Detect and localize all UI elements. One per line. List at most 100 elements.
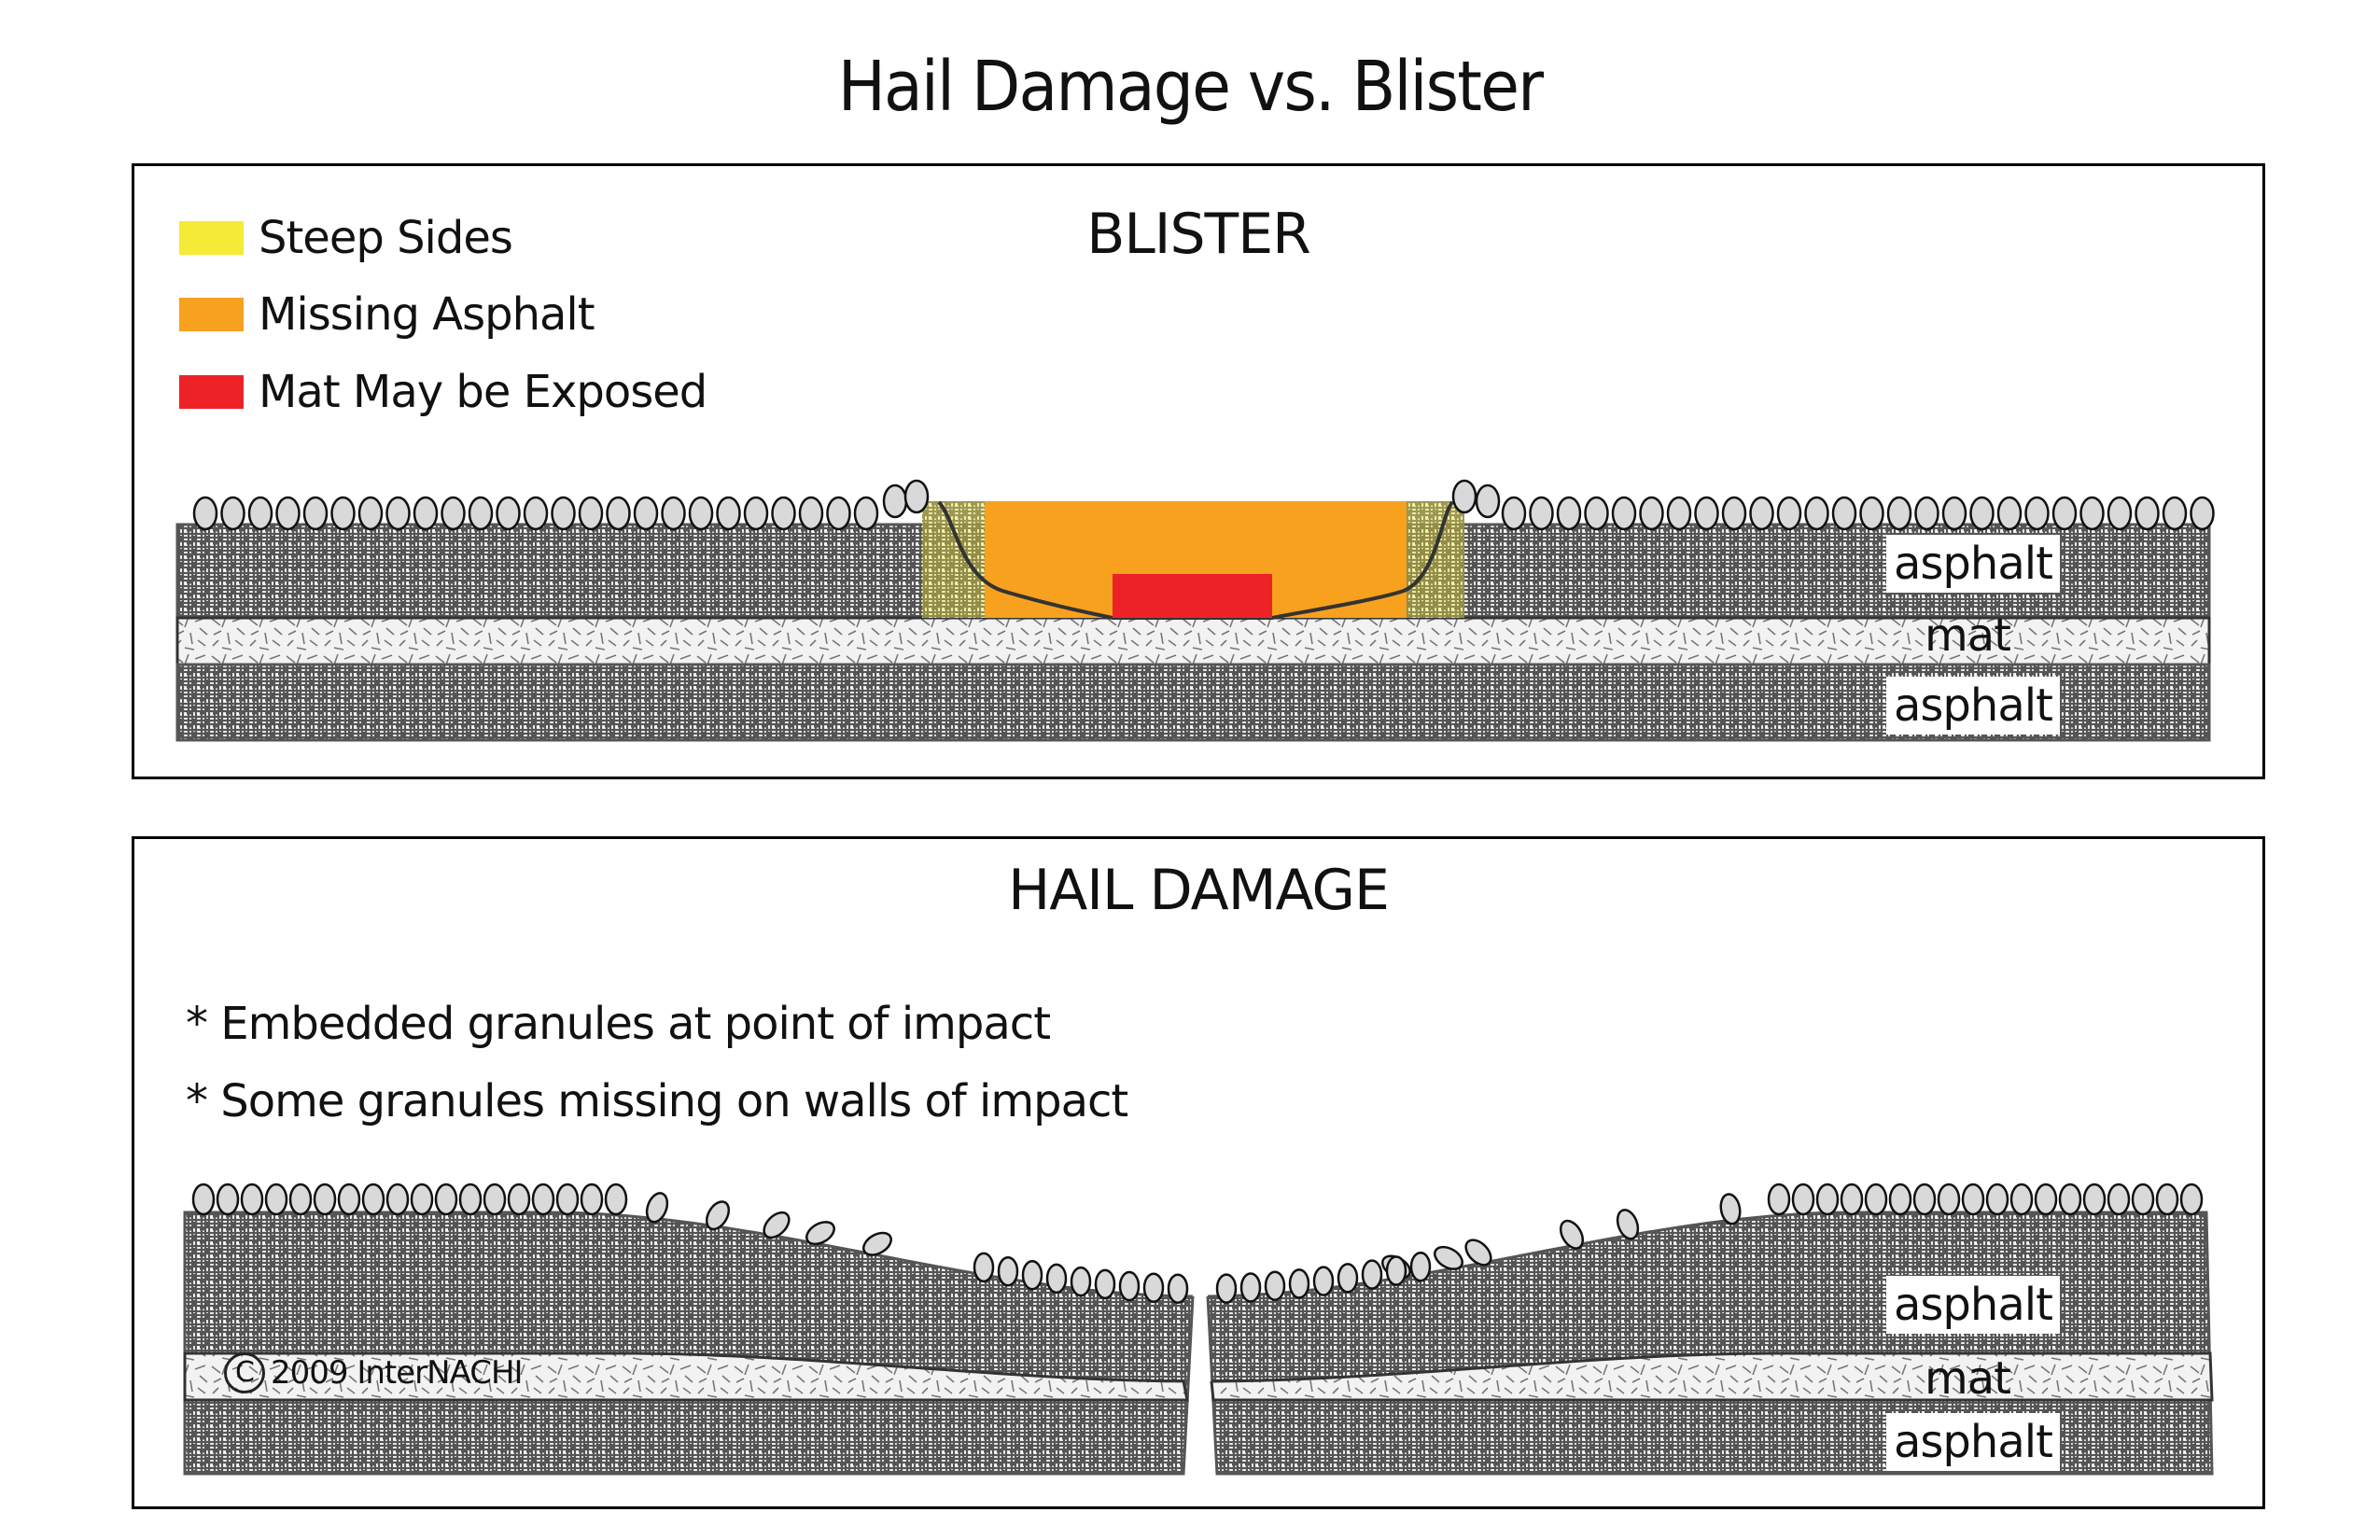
- legend-label: Missing Asphalt: [259, 288, 595, 341]
- granule: [705, 1200, 731, 1231]
- granule: [1840, 1183, 1864, 1216]
- granule: [1721, 496, 1747, 531]
- granule: [1239, 1272, 1262, 1303]
- granule: [275, 496, 301, 531]
- layer-label-asphalt-top: asphalt: [1886, 535, 2060, 593]
- granule: [688, 496, 714, 531]
- granule: [862, 1231, 892, 1256]
- granule: [1451, 479, 1477, 514]
- granule: [1070, 1266, 1092, 1297]
- blister-cross-section: [175, 479, 2215, 742]
- bullet-missing-granules: * Some granules missing on walls of impa…: [186, 1075, 1128, 1127]
- granule: [1288, 1268, 1310, 1299]
- granule: [578, 496, 604, 531]
- granule: [2135, 496, 2160, 531]
- granule: [2131, 1183, 2155, 1216]
- copyright-notice: C 2009 InterNACHI: [224, 1352, 524, 1393]
- granule: [1361, 1259, 1383, 1290]
- legend-label: Mat May be Exposed: [259, 366, 707, 418]
- granule: [1312, 1266, 1335, 1296]
- granule: [1094, 1268, 1116, 1300]
- granule: [2082, 1183, 2107, 1216]
- granule: [441, 496, 466, 531]
- granule: [385, 1183, 410, 1216]
- legend-item-missing-asphalt: Missing Asphalt: [179, 288, 595, 341]
- granule: [1859, 496, 1884, 531]
- hail-damage-panel: HAIL DAMAGE * Embedded granules at point…: [132, 836, 2265, 1509]
- granule: [1021, 1259, 1043, 1291]
- granule: [997, 1255, 1019, 1287]
- granule: [434, 1183, 458, 1216]
- granule: [385, 496, 411, 531]
- granule: [240, 1183, 264, 1216]
- granule: [1475, 483, 1501, 519]
- granule: [1937, 1183, 1961, 1216]
- granule: [2058, 1183, 2082, 1216]
- granule: [551, 496, 576, 531]
- granule: [191, 1183, 216, 1216]
- granule: [1639, 496, 1664, 531]
- granule: [1776, 496, 1802, 531]
- layer-label-mat: mat: [1925, 1352, 2011, 1405]
- granule: [1791, 1183, 1815, 1216]
- granule: [903, 479, 930, 514]
- granule: [507, 1183, 531, 1216]
- copyright-icon: C: [224, 1352, 265, 1393]
- legend-item-mat-exposed: Mat May be Exposed: [179, 366, 707, 418]
- granule: [1611, 496, 1637, 531]
- granule: [288, 1183, 313, 1216]
- granule: [1888, 1183, 1912, 1216]
- granule: [555, 1183, 580, 1216]
- asphalt-layer-right: [1206, 1211, 2214, 1476]
- granule: [1864, 1183, 1888, 1216]
- granule: [1045, 1263, 1068, 1295]
- granule: [2107, 496, 2133, 531]
- granule: [1584, 496, 1609, 531]
- legend-label: Steep Sides: [259, 212, 513, 264]
- layer-label-asphalt-top: asphalt: [1886, 1276, 2060, 1334]
- granule: [716, 496, 741, 531]
- granule: [2051, 496, 2078, 531]
- granule: [2155, 1183, 2179, 1216]
- missing-asphalt-swatch: [179, 298, 244, 331]
- granule: [330, 496, 356, 531]
- asphalt-bottom-layer: [175, 663, 2211, 742]
- legend-item-steep-sides: Steep Sides: [179, 212, 513, 264]
- granule: [1264, 1270, 1286, 1301]
- granule: [1215, 1273, 1238, 1304]
- granule: [2034, 1183, 2058, 1216]
- granule: [216, 1183, 240, 1216]
- granule: [468, 496, 494, 531]
- granule: [413, 496, 439, 531]
- granule: [606, 496, 631, 531]
- granule: [1815, 1183, 1840, 1216]
- granule: [357, 496, 384, 531]
- granule: [1501, 496, 1527, 531]
- granule: [1616, 1209, 1640, 1240]
- granule: [523, 496, 549, 531]
- granule: [1666, 496, 1692, 531]
- granule: [1142, 1272, 1165, 1303]
- copyright-text: 2009 InterNACHI: [271, 1354, 524, 1392]
- granule: [1694, 496, 1719, 531]
- blister-title: BLISTER: [1086, 202, 1311, 267]
- granule: [580, 1183, 604, 1216]
- mat-layer: [175, 616, 2211, 666]
- granule: [264, 1183, 288, 1216]
- granule: [1559, 1219, 1585, 1250]
- granule: [604, 1183, 628, 1216]
- mat-exposed-region: [1113, 574, 1272, 618]
- granule: [661, 496, 686, 531]
- granule: [743, 496, 769, 531]
- granule: [458, 1183, 483, 1216]
- granule: [1556, 496, 1582, 531]
- layer-label-mat: mat: [1925, 609, 2011, 662]
- granule: [2190, 496, 2215, 531]
- page-title: Hail Damage vs. Blister: [837, 47, 1544, 127]
- granule: [2107, 1183, 2131, 1216]
- granule: [1831, 496, 1857, 531]
- granule: [2079, 496, 2105, 531]
- granule: [1996, 496, 2023, 531]
- granule: [247, 496, 273, 531]
- granule: [410, 1183, 434, 1216]
